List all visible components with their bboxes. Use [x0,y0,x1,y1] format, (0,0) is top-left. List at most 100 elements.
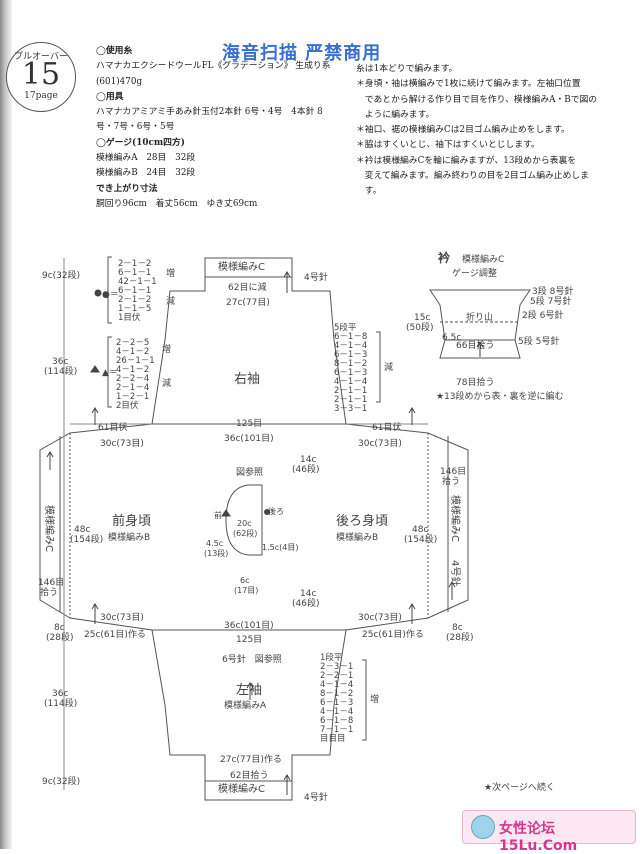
back-hem-pattern: 模様編みC [449,495,462,542]
triangle-legend: ▲＝ [102,368,118,378]
h48-left: 48c [74,525,90,535]
knit-direction-arrow [46,451,54,470]
knit-direction-arrow [91,407,99,425]
collar-65c: 6.5c [442,333,461,343]
pick-146-right: 146目 [440,466,466,477]
top-cuff-needle: 4号針 [304,271,328,283]
garment-outline [39,257,469,801]
ls-row: 4－1－4 [320,707,353,717]
knit-direction-arrow [246,682,254,700]
rs-row: 6－1－8 [334,332,367,342]
width-61-tr: 61目伏 [372,421,401,433]
width-30-br: 30c(73目) [358,612,402,623]
tools-line-2: 号・7号・6号・5号 [96,122,175,133]
rs-row: 2－1－1 [334,395,367,405]
tri-row: 4－1－2 [116,347,149,357]
h48-right-rows: (154段) [404,533,437,545]
knit-direction-arrow [408,603,416,624]
sleeve-125-top: 125目 [236,418,262,429]
tri-increase: 増 [162,343,171,355]
badge-page: 17page [24,91,58,101]
gauge-line-2: 模様編みB 24目 32段 [96,168,196,179]
rs-row: 6－1－3 [334,368,367,378]
sleeve-125-bot: 125目 [236,634,262,645]
front-body-label: 前身頃 [112,513,151,529]
rs-row: 2－1－1 [334,386,367,396]
h8-left-rows: (28段) [46,631,73,643]
ls-increase: 増 [370,693,379,705]
note-line: ＊衿は模様編みCを輪に編みますが、13段めから表裏を [356,155,577,166]
width-30-tl: 30c(73目) [100,438,144,449]
width-61-tl: 61目伏 [98,421,127,433]
neck-back: 後ろ [268,506,284,516]
collar-title: 衿 [438,250,450,265]
note-line: 変えて編みます。編み終わりの目を2目ゴム編み止めしま [356,171,589,182]
knit-direction-arrow [408,407,416,425]
height-9c: 9c(32段) [42,269,80,281]
h14-top: 14c [300,455,316,465]
ls-table-bracket [362,659,367,741]
tri-row: 2－2－4 [116,374,149,384]
knit-direction-arrow [448,581,456,600]
tri-row: 2－2－5 [116,338,149,348]
rs-decrease: 減 [384,361,393,373]
dot-row: 2－1－2 [118,295,151,305]
width-36-bot: 36c(101目) [224,620,274,631]
ls-row: 8－1－2 [320,689,353,699]
neck-front: 前 [214,510,222,520]
rs-table-bracket [376,331,381,403]
collar-78: 78目拾う [456,376,494,388]
back-body-label: 後ろ身頃 [336,513,388,529]
h8-left: 8c [54,623,65,633]
triangle-marker [221,509,231,517]
left-sleeve-label: 左袖 [236,683,262,698]
collar-gauge: ゲージ調整 [452,267,497,279]
dot-table-bracket [107,256,112,324]
tools-heading: ◯用具 [96,91,124,102]
collar-2rows: 2段 6号針 [522,309,563,321]
neck-20c: 20c [237,519,252,528]
neck-15c: 1.5c(4目) [262,543,298,552]
tri-row: 2－1－4 [116,383,149,393]
yarn-heading: ◯使用糸 [96,46,133,56]
height-36-top-rows: (114段) [44,365,77,377]
height-36-bot: 36c [52,689,68,699]
collar-note: ★13段めから表・裏を逆に編む [436,390,564,402]
pick-146-right-2: 拾う [442,475,460,487]
back-body-pattern: 模様編みB [336,531,378,543]
neck-17: (17目) [234,586,258,595]
width-30-bl: 30c(73目) [100,612,144,623]
site-logo: 女性论坛 15Lu.Com [462,810,636,854]
tri-decrease: 減 [162,377,171,389]
h14-top-rows: (46段) [292,463,319,475]
top-cuff-pattern: 模様編みC [218,260,265,273]
yarn-line-2: (601)470g [96,76,143,87]
gauge-line-1: 模様編みA 28目 32段 [96,153,196,164]
h8-right: 8c [452,623,463,633]
badge-number: 15 [21,57,61,92]
yarn-line-1: ハマナカエクシードウールFL《グラデーション》 生成り系 [96,61,331,72]
triangle-shaping-table: 2－2－5 4－1－2 26－1－1 4－1－2 2－2－4 2－1－4 1－2… [116,338,155,411]
continue-note: ★次ページへ続く [484,781,555,793]
dot-row: 1－1－5 [118,304,151,314]
left-sleeve-shaping-table: 1段平 2－3－1 2－2－1 4－1－4 8－1－2 6－1－3 4－1－4 … [320,652,353,744]
bottom-62-pick: 62目拾う [230,769,268,781]
front-hem-pattern: 模様編みC [43,505,56,552]
front-body-pattern: 模様編みB [108,531,150,543]
back-hem-needle: 4号針 [449,560,462,586]
materials-block: ◯使用糸 ハマナカエクシードウールFL《グラデーション》 生成り系 (601)4… [96,44,331,212]
dot-marker [264,509,270,515]
collar-outline [429,289,531,359]
tri-row: 1－2－1 [116,392,149,402]
neck-13: (13段) [204,548,228,558]
tri-row: 4－1－2 [116,365,149,375]
triangle-marker [90,365,100,373]
dot-shaping-table: 2－1－2 6－1－1 42－1－1 6－1－1 2－1－2 1－1－5 1目伏 [118,259,157,323]
size-heading: でき上がり寸法 [96,183,158,194]
neck-6c: 6c [240,576,250,585]
dot-increase: 増 [166,267,175,279]
pattern-number-badge: プルオーバー 15 17page [6,42,76,112]
ls-row: 7－1－1 [320,725,353,735]
rs-row: 3－3－1 [334,404,367,414]
